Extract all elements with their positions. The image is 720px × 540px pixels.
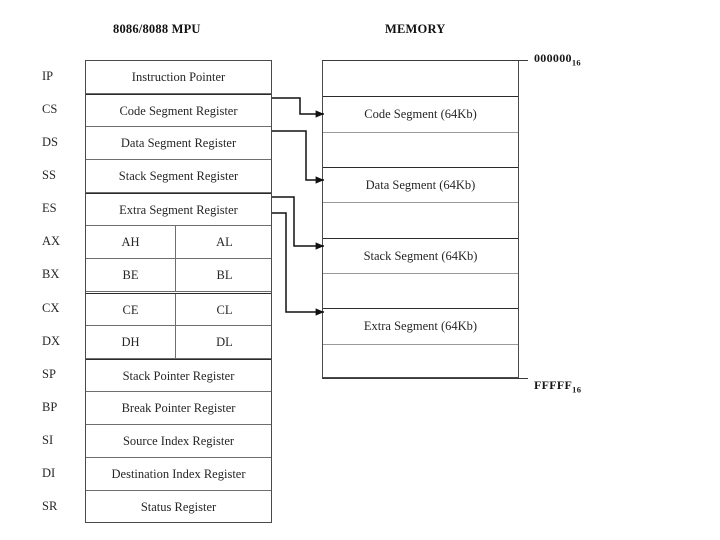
register-high-byte[interactable]: DH [86, 325, 176, 358]
register-row[interactable]: Data Segment Register [86, 127, 271, 161]
register-low-byte[interactable]: BL [216, 268, 233, 283]
register-name[interactable]: Extra Segment Register [119, 203, 238, 218]
register-row[interactable]: Destination Index Register [86, 458, 271, 491]
connector-es-to-extra-segment [272, 212, 325, 316]
register-row[interactable]: Stack Segment Register [86, 160, 271, 194]
register-row[interactable]: CE CL [86, 292, 271, 326]
register-name[interactable]: Source Index Register [122, 433, 235, 448]
register-row[interactable]: BE BL [86, 259, 271, 293]
memory-panel-title: MEMORY [385, 22, 446, 36]
register-row[interactable]: Status Register [86, 491, 271, 524]
register-abbreviation: SR [42, 498, 58, 513]
connector-ds-to-data-segment [272, 130, 325, 184]
register-abbreviation: DX [42, 333, 61, 348]
connector-ss-to-stack-segment [272, 196, 325, 250]
memory-end-address: FFFFF16 [534, 378, 581, 394]
register-row[interactable]: AH AL [86, 226, 271, 260]
register-abbreviation: SS [42, 168, 56, 183]
register-abbreviation: IP [42, 69, 54, 83]
memory-segment-label: Code Segment (64Kb) [364, 107, 477, 122]
register-row[interactable]: DH DL [86, 325, 271, 359]
memory-gap-row [323, 202, 518, 237]
memory-gap-row [323, 61, 518, 96]
memory-segment-row[interactable]: Code Segment (64Kb) [323, 96, 518, 131]
memory-end-address-value: FFFFF [534, 378, 573, 392]
register-row[interactable]: Source Index Register [86, 425, 271, 458]
register-name[interactable]: Destination Index Register [111, 466, 246, 481]
memory-gap-row [323, 131, 518, 167]
memory-gap-row [323, 273, 518, 308]
memory-start-address: 00000016 [534, 51, 581, 67]
register-abbreviation: SI [42, 432, 54, 447]
register-abbreviation: DS [42, 135, 58, 150]
register-name[interactable]: Stack Pointer Register [122, 368, 235, 383]
mpu-panel-title: 8086/8088 MPU [113, 22, 201, 36]
register-high-byte[interactable]: AH [86, 226, 176, 259]
memory-top-rule [322, 60, 528, 61]
register-abbreviation: BP [42, 399, 58, 414]
register-high-byte[interactable]: CE [86, 293, 176, 325]
register-name[interactable]: Data Segment Register [120, 136, 237, 151]
memory-segment-row[interactable]: Data Segment (64Kb) [323, 167, 518, 202]
connector-cs-to-code-segment [272, 97, 325, 118]
register-row[interactable]: Stack Pointer Register [86, 358, 271, 392]
register-row[interactable]: Code Segment Register [86, 94, 271, 128]
memory-segment-label: Extra Segment (64Kb) [363, 319, 478, 334]
memory-map-box: Code Segment (64Kb) Data Segment (64Kb) St… [322, 60, 519, 378]
register-name[interactable]: Status Register [140, 499, 217, 514]
memory-bottom-rule [322, 378, 528, 379]
memory-end-address-base: 16 [572, 384, 582, 395]
register-row[interactable]: Extra Segment Register [86, 193, 271, 227]
memory-start-address-base: 16 [571, 57, 581, 68]
register-name[interactable]: Break Pointer Register [121, 400, 236, 415]
register-low-byte[interactable]: AL [216, 235, 233, 250]
register-name[interactable]: Code Segment Register [119, 104, 238, 119]
register-name[interactable]: Stack Segment Register [118, 169, 239, 184]
register-low-byte[interactable]: DL [216, 334, 233, 349]
register-abbreviation: CX [42, 300, 60, 315]
memory-start-address-value: 000000 [534, 51, 572, 65]
register-name[interactable]: Instruction Pointer [131, 70, 226, 84]
register-row[interactable]: Instruction Pointer [86, 61, 271, 95]
register-abbreviation: DI [42, 465, 56, 480]
register-abbreviation: ES [42, 201, 57, 216]
register-abbreviation: BX [42, 267, 60, 282]
memory-segment-label: Stack Segment (64Kb) [363, 248, 478, 263]
memory-gap-row [323, 343, 518, 379]
memory-segment-row[interactable]: Stack Segment (64Kb) [323, 237, 518, 273]
register-abbreviation: CS [42, 102, 58, 117]
register-abbreviation: AX [42, 234, 61, 249]
memory-segment-row[interactable]: Extra Segment (64Kb) [323, 308, 518, 343]
register-row[interactable]: Break Pointer Register [86, 392, 271, 425]
register-low-byte[interactable]: CL [216, 302, 233, 317]
memory-segment-label: Data Segment (64Kb) [365, 178, 476, 192]
register-abbreviation: SP [42, 366, 56, 381]
register-high-byte[interactable]: BE [86, 259, 176, 292]
